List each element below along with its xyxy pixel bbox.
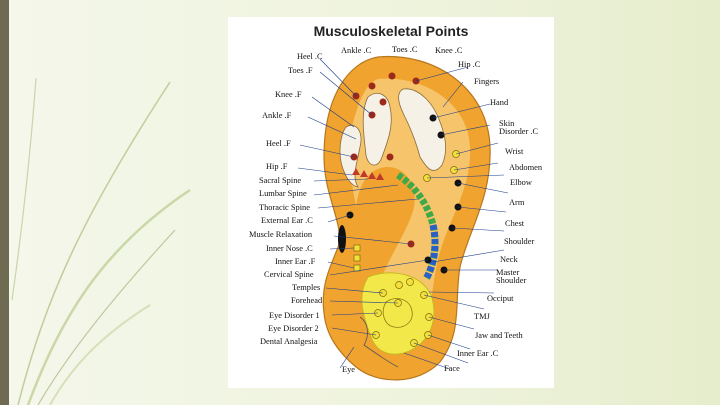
slide-side-bar (0, 0, 9, 405)
hand-shape (362, 93, 392, 166)
label-knee-c: Knee .C (435, 46, 463, 55)
label-inner-ear-f: Inner Ear .F (275, 257, 316, 266)
label-abdomen: Abdomen (509, 163, 543, 172)
label-cervical-spine: Cervical Spine (264, 270, 314, 279)
label-chest: Chest (505, 219, 525, 228)
label-ankle-f: Ankle .F (262, 111, 292, 120)
label-heel-c: Heel .C (297, 52, 323, 61)
label-sacral-spine: Sacral Spine (259, 176, 302, 185)
ear-diagram-image: Musculoskeletal Points Ankle .C Toes .C … (228, 17, 554, 388)
label-hand: Hand (490, 98, 509, 107)
label-external-ear-c: External Ear .C (261, 216, 313, 225)
label-ankle-c: Ankle .C (341, 46, 372, 55)
label-skin-disorder-c: Skin Disorder .C (499, 119, 539, 137)
label-inner-ear-c: Inner Ear .C (457, 349, 499, 358)
label-knee-f: Knee .F (275, 90, 302, 99)
label-hip-c: Hip .C (458, 60, 481, 69)
label-jaw-and-teeth: Jaw and Teeth (475, 331, 523, 340)
label-thoracic-spine: Thoracic Spine (259, 203, 310, 212)
label-toes-c: Toes .C (392, 45, 418, 54)
label-master-shoulder: Master Shoulder (496, 268, 527, 286)
label-elbow: Elbow (510, 178, 532, 187)
label-eye: Eye (342, 365, 356, 374)
label-heel-f: Heel .F (266, 139, 291, 148)
spine-curve (395, 172, 439, 281)
label-hip-f: Hip .F (266, 162, 288, 171)
label-tmj: TMJ (474, 312, 490, 321)
label-fingers: Fingers (474, 77, 500, 86)
diagram-title: Musculoskeletal Points (313, 23, 469, 39)
label-forehead: Forehead (291, 296, 323, 305)
label-dental-analgesia: Dental Analgesia (260, 337, 318, 346)
label-neck: Neck (500, 255, 518, 264)
ear-illustration (297, 55, 509, 381)
label-face: Face (444, 364, 460, 373)
label-shoulder: Shoulder (504, 237, 535, 246)
label-lumbar-spine: Lumbar Spine (259, 189, 307, 198)
label-eye-disorder-2: Eye Disorder 2 (268, 324, 319, 333)
label-wrist: Wrist (505, 147, 524, 156)
label-temples: Temples (292, 283, 321, 292)
label-eye-disorder-1: Eye Disorder 1 (269, 311, 320, 320)
label-toes-f: Toes .F (288, 66, 313, 75)
label-arm: Arm (509, 198, 525, 207)
label-muscle-relaxation: Muscle Relaxation (249, 230, 313, 239)
label-occiput: Occiput (487, 294, 514, 303)
label-inner-nose-c: Inner Nose .C (266, 244, 313, 253)
foot-shape (398, 88, 446, 171)
